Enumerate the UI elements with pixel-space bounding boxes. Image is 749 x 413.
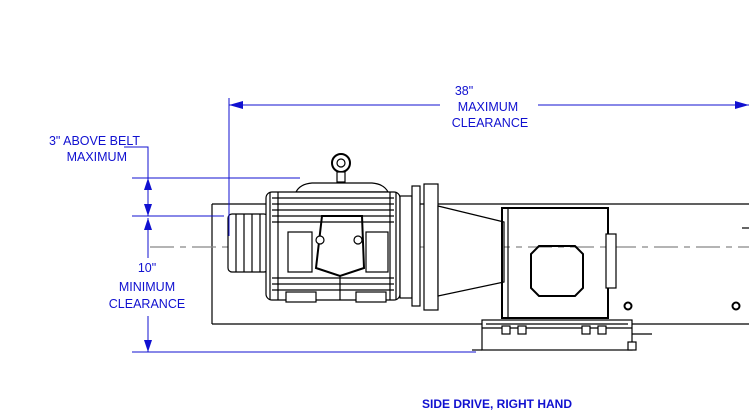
reducer-adapter xyxy=(399,183,505,311)
min-clearance-value: 10" xyxy=(138,261,156,275)
terminal-box xyxy=(314,215,366,278)
max-clearance-line1: MAXIMUM xyxy=(458,100,518,114)
min-clearance-line2: CLEARANCE xyxy=(109,297,185,311)
inspection-cover xyxy=(530,245,584,297)
mounting-bracket xyxy=(472,319,652,351)
dimension-max-clearance: 38" MAXIMUM CLEARANCE xyxy=(228,84,749,236)
motor xyxy=(227,153,401,303)
dimension-min-clearance: 10" MINIMUM CLEARANCE xyxy=(109,218,476,353)
min-clearance-line1: MINIMUM xyxy=(119,280,175,294)
gearbox xyxy=(501,207,741,319)
fan-cover xyxy=(227,213,269,273)
lifting-eye xyxy=(331,153,351,173)
above-belt-line1: 3" ABOVE BELT xyxy=(49,134,140,148)
max-clearance-line2: CLEARANCE xyxy=(452,116,528,130)
drawing-caption: SIDE DRIVE, RIGHT HAND xyxy=(422,397,572,411)
above-belt-line2: MAXIMUM xyxy=(67,150,127,164)
dimension-above-belt: 3" ABOVE BELT MAXIMUM xyxy=(49,134,300,217)
max-clearance-value: 38" xyxy=(455,84,473,98)
